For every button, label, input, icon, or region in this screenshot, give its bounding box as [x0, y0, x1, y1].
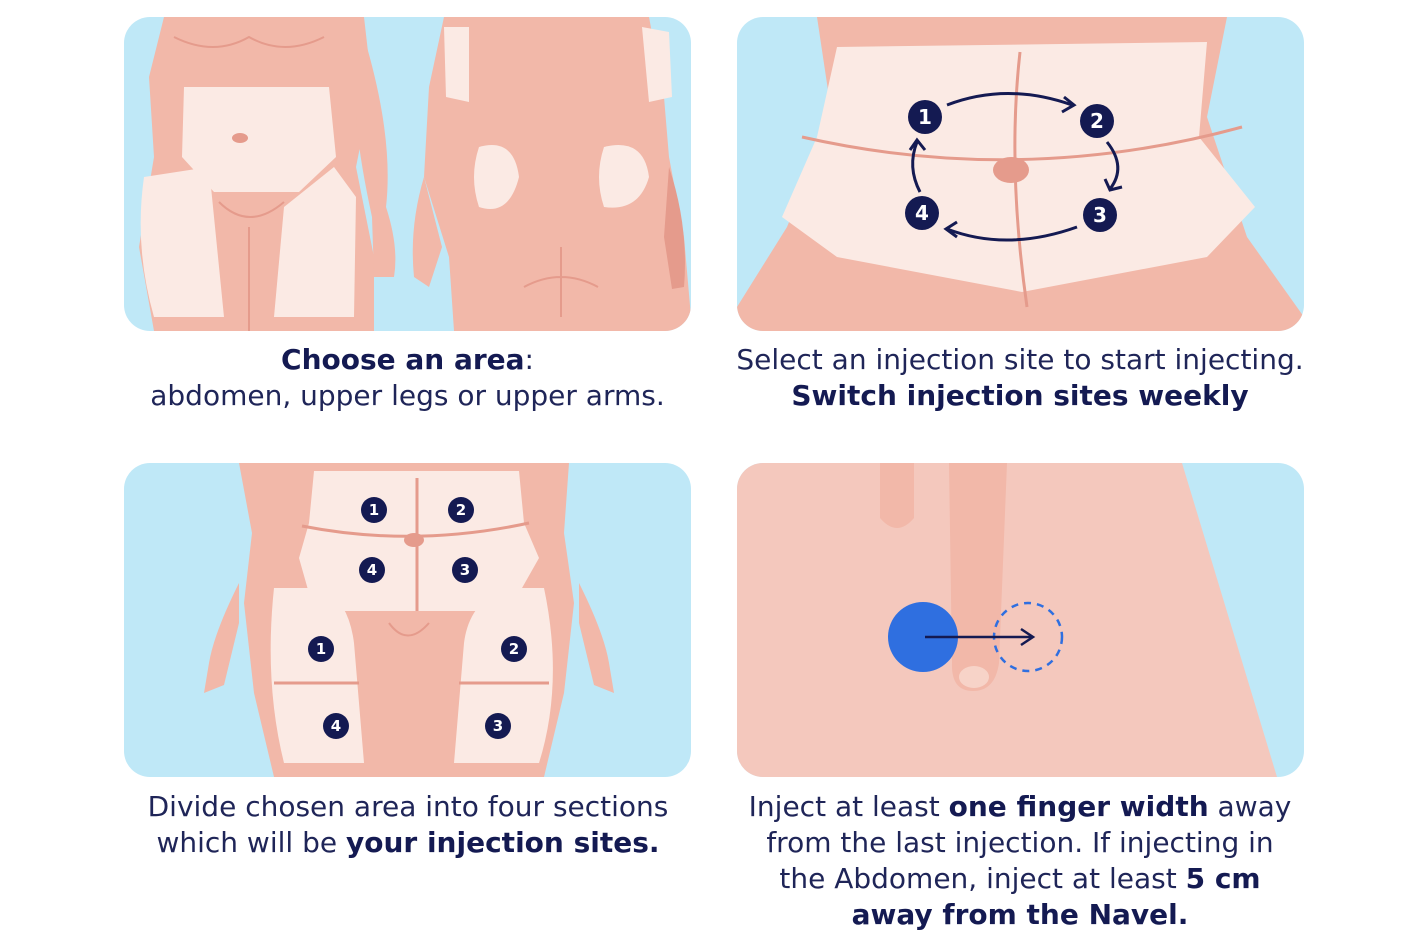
front-arm: [356, 37, 396, 277]
side-finger: [880, 463, 914, 528]
svg-text:1: 1: [918, 105, 932, 129]
site-badge-2: 2: [1080, 104, 1114, 138]
navel: [232, 133, 248, 143]
right-thigh-zone: [454, 588, 553, 763]
caption-line-1: Select an injection site to start inject…: [736, 343, 1304, 376]
caption-bold-1: one finger width: [948, 790, 1209, 823]
fingernail: [959, 666, 989, 688]
panel-divide-sections: 1 2 4 3 1 2 4 3: [124, 463, 691, 777]
arrow-1-to-2: [946, 92, 1073, 107]
panel-select-site: 1 2 3 4: [737, 17, 1304, 331]
left-thigh-zone: [140, 167, 224, 317]
abdomen-badge-2: 2: [448, 497, 474, 523]
panel-choose-area: [124, 17, 691, 331]
caption-line-1: Divide chosen area into four sections: [147, 790, 669, 823]
svg-text:2: 2: [509, 640, 519, 658]
left-arm: [204, 583, 239, 693]
back-right-arm: [664, 167, 685, 289]
caption-line-3: the Abdomen, inject at least 5 cm: [720, 861, 1320, 897]
svg-text:4: 4: [331, 717, 341, 735]
svg-text:4: 4: [367, 561, 377, 579]
abdomen-badge-4: 4: [359, 557, 385, 583]
svg-text:2: 2: [456, 501, 466, 519]
svg-text:1: 1: [316, 640, 326, 658]
abdomen-badge-1: 1: [361, 497, 387, 523]
navel: [993, 157, 1029, 183]
abdomen-zone: [182, 87, 336, 192]
caption-line-2: from the last injection. If injecting in: [766, 826, 1274, 859]
left-buttock-zone: [474, 145, 519, 209]
rotation-arrows: [908, 92, 1123, 242]
leg-badge-4: 4: [323, 713, 349, 739]
caption-line-1: Inject at least one finger width away: [720, 789, 1320, 825]
body-areas-illustration: [139, 17, 691, 331]
pointing-finger: [949, 463, 1007, 691]
caption-text: Inject at least: [748, 790, 949, 823]
svg-text:3: 3: [1093, 203, 1107, 227]
caption-bold: Switch injection sites weekly: [791, 379, 1249, 412]
caption-finger-width: Inject at least one finger width away fr…: [720, 789, 1320, 933]
caption-line-4: away from the Navel.: [720, 897, 1320, 933]
caption-text-3: the Abdomen, inject at least: [779, 862, 1186, 895]
svg-text:1: 1: [369, 501, 379, 519]
groin-line: [388, 622, 430, 637]
caption-text: which will be: [156, 826, 346, 859]
caption-divide-sections: Divide chosen area into four sections wh…: [108, 789, 708, 861]
horizontal-divider: [801, 125, 1243, 162]
leg-badge-3: 3: [485, 713, 511, 739]
svg-text:2: 2: [1090, 109, 1104, 133]
svg-text:4: 4: [915, 201, 929, 225]
site-badge-4: 4: [905, 196, 939, 230]
arrow-4-to-1: [911, 141, 922, 193]
site-badge-3: 3: [1083, 198, 1117, 232]
arrow-3-to-4: [946, 225, 1078, 242]
site-badge-1: 1: [908, 100, 942, 134]
finger-width-illustration: [737, 463, 1277, 777]
panel-finger-width: [737, 463, 1304, 777]
navel: [404, 533, 424, 547]
caption-line-2: which will be your injection sites.: [108, 825, 708, 861]
caption-line-1: Choose an area:: [124, 342, 691, 378]
svg-text:3: 3: [493, 717, 503, 735]
back-torso: [424, 17, 691, 331]
caption-line-2: abdomen, upper legs or upper arms.: [150, 379, 665, 412]
caption-bold: your injection sites.: [345, 826, 660, 859]
right-upper-arm-zone: [642, 27, 672, 102]
caption-text-2: away: [1208, 790, 1292, 823]
caption-bold-2: 5 cm: [1185, 862, 1261, 895]
right-arm: [579, 583, 614, 693]
chest-line: [173, 35, 325, 48]
abdomen-rotation-illustration: 1 2 3 4: [737, 17, 1304, 331]
leg-badge-2: 2: [501, 636, 527, 662]
abdomen-badge-3: 3: [452, 557, 478, 583]
sections-illustration: 1 2 4 3 1 2 4 3: [204, 463, 614, 777]
caption-bold: Choose an area: [281, 343, 525, 376]
back-body-lines: [523, 247, 599, 317]
last-injection-dot: [888, 602, 958, 672]
arrow-head: [1020, 627, 1036, 647]
caption-select-site: Select an injection site to start inject…: [720, 342, 1320, 414]
groin-line: [218, 201, 285, 218]
svg-text:3: 3: [460, 561, 470, 579]
left-upper-arm-zone: [444, 27, 469, 102]
caption-colon: :: [524, 343, 534, 376]
right-buttock-zone: [599, 145, 649, 208]
back-left-arm: [412, 177, 442, 287]
leg-badge-1: 1: [308, 636, 334, 662]
caption-line-2: Switch injection sites weekly: [720, 378, 1320, 414]
right-thigh-zone: [274, 167, 356, 317]
skin-area: [737, 463, 1277, 777]
caption-choose-area: Choose an area: abdomen, upper legs or u…: [124, 342, 691, 414]
caption-bold-3: away from the Navel.: [851, 898, 1189, 931]
arrow-2-to-3: [1105, 141, 1120, 190]
